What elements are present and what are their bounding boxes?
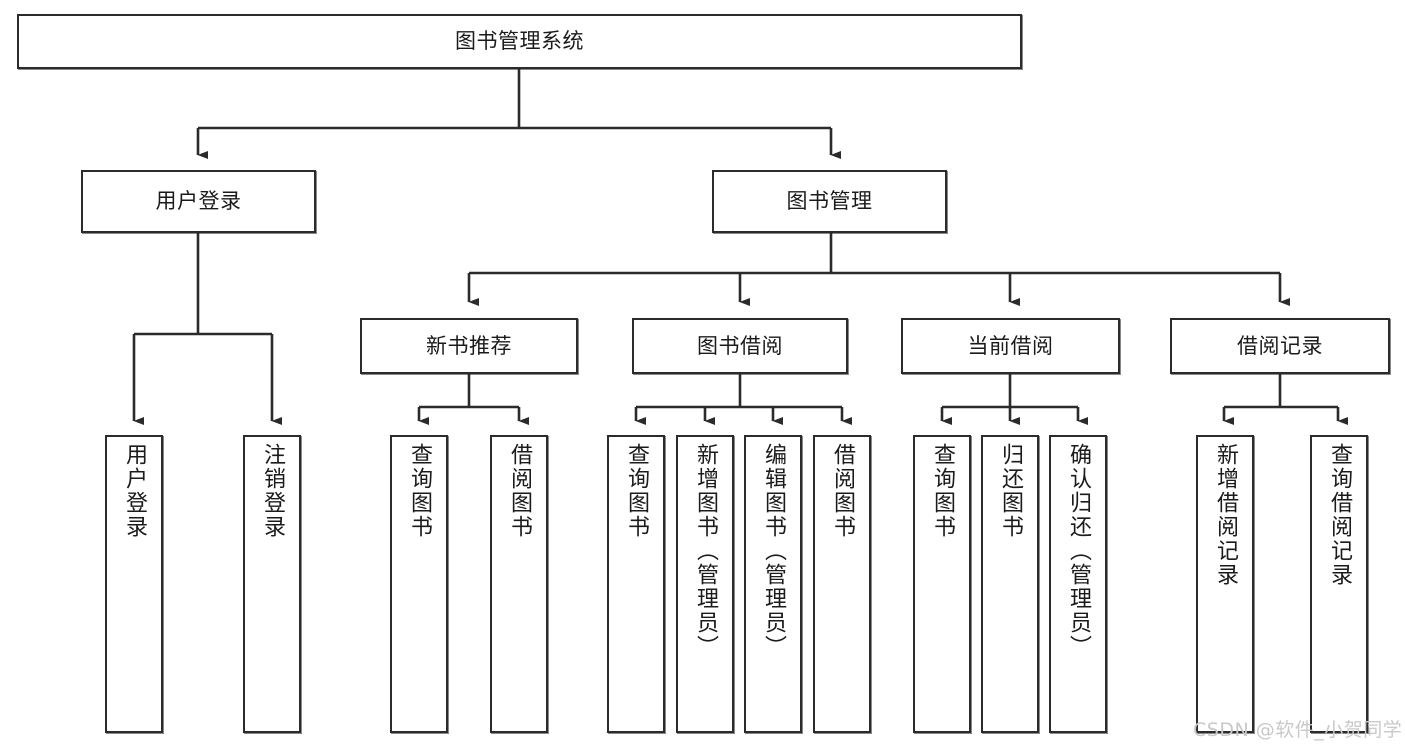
node-label: 用户登录	[122, 443, 147, 539]
node-label: 图书管理系统	[455, 29, 584, 54]
leaf-book-borrow-add-book-admin[interactable]: 新增图书（管理员）	[676, 435, 734, 733]
leaf-current-borrow-confirm-return-admin[interactable]: 确认归还（管理员）	[1049, 435, 1107, 733]
leaf-new-book-borrow-book[interactable]: 借阅图书	[490, 435, 548, 733]
node-book-management[interactable]: 图书管理	[712, 170, 947, 233]
node-label: 借阅记录	[1237, 333, 1323, 358]
leaf-borrow-record-add-record[interactable]: 新增借阅记录	[1196, 435, 1254, 733]
node-label: 当前借阅	[967, 333, 1054, 358]
node-book-borrow[interactable]: 图书借阅	[632, 318, 848, 374]
leaf-book-borrow-borrow-book[interactable]: 借阅图书	[813, 435, 871, 733]
node-label: 新书推荐	[426, 333, 512, 358]
leaf-borrow-record-query-record[interactable]: 查询借阅记录	[1310, 435, 1368, 733]
node-label: 借阅图书	[830, 443, 855, 539]
node-label: 查询图书	[930, 443, 955, 539]
node-user-login[interactable]: 用户登录	[81, 170, 316, 233]
leaf-current-borrow-query-book[interactable]: 查询图书	[913, 435, 971, 733]
node-label: 图书借阅	[697, 333, 783, 358]
node-label: 归还图书	[998, 443, 1023, 539]
node-label: 确认归还（管理员）	[1066, 443, 1091, 659]
node-label: 查询图书	[407, 443, 432, 539]
node-label: 新增图书（管理员）	[693, 443, 718, 659]
leaf-new-book-query-book[interactable]: 查询图书	[390, 435, 448, 733]
node-label: 查询图书	[624, 443, 649, 539]
node-label: 图书管理	[786, 189, 873, 214]
leaf-user-login-login[interactable]: 用户登录	[105, 435, 163, 733]
csdn-watermark: CSDN @软件_小贺同学	[1193, 719, 1403, 741]
node-label: 借阅图书	[507, 443, 532, 539]
node-label: 编辑图书（管理员）	[761, 443, 786, 659]
leaf-current-borrow-return-book[interactable]: 归还图书	[981, 435, 1039, 733]
node-label: 用户登录	[155, 189, 242, 214]
node-label: 新增借阅记录	[1213, 443, 1238, 587]
node-label: 注销登录	[260, 443, 285, 539]
node-label: 查询借阅记录	[1327, 443, 1352, 587]
node-current-borrow[interactable]: 当前借阅	[901, 318, 1120, 374]
leaf-user-login-logout[interactable]: 注销登录	[243, 435, 301, 733]
node-new-book-recommend[interactable]: 新书推荐	[360, 318, 578, 374]
leaf-book-borrow-edit-book-admin[interactable]: 编辑图书（管理员）	[744, 435, 802, 733]
node-borrow-record[interactable]: 借阅记录	[1170, 318, 1390, 374]
node-root-book-management-system[interactable]: 图书管理系统	[17, 14, 1022, 69]
leaf-book-borrow-query-book[interactable]: 查询图书	[607, 435, 665, 733]
